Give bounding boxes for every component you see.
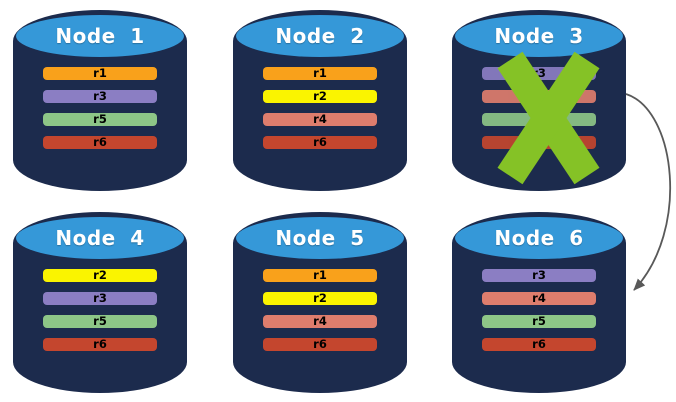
node-title: Node 4 <box>55 226 145 250</box>
replication-arrow-icon <box>625 93 672 291</box>
replica-bar: r6 <box>43 136 157 149</box>
cylinder-top-face <box>16 15 184 57</box>
replica-bar: r6 <box>482 338 596 351</box>
node-title: Node 5 <box>275 226 365 250</box>
replica-bar: r4 <box>263 315 377 328</box>
replica-bar: r6 <box>482 136 596 149</box>
node-title: Node 6 <box>494 226 584 250</box>
node-6-cylinder: Node 6 r3 r4 r5 r6 <box>452 212 626 393</box>
replica-bar: r1 <box>263 67 377 80</box>
replica-bar: r3 <box>43 90 157 103</box>
replica-bar: r5 <box>482 113 596 126</box>
replica-bar: r5 <box>43 315 157 328</box>
node-3-cylinder: Node 3 r3 r4 r5 r6 <box>452 10 626 191</box>
replica-bar: r2 <box>43 269 157 282</box>
node-title: Node 1 <box>55 24 145 48</box>
replica-bar: r6 <box>43 338 157 351</box>
replica-bar: r5 <box>43 113 157 126</box>
cylinder-top-face <box>455 217 623 259</box>
node-1-cylinder: Node 1 r1 r3 r5 r6 <box>13 10 187 191</box>
replica-bar: r4 <box>263 113 377 126</box>
replica-bar: r6 <box>263 136 377 149</box>
node-title: Node 3 <box>494 24 584 48</box>
replica-list: r1 r2 r4 r6 <box>263 269 377 361</box>
cylinder-top-face <box>455 15 623 57</box>
cylinder-top-face <box>16 217 184 259</box>
replica-bar: r1 <box>43 67 157 80</box>
replica-bar: r1 <box>263 269 377 282</box>
cylinder-top-face <box>236 15 404 57</box>
node-5-cylinder: Node 5 r1 r2 r4 r6 <box>233 212 407 393</box>
replica-list: r1 r2 r4 r6 <box>263 67 377 159</box>
cylinder-top-face <box>236 217 404 259</box>
node-2-cylinder: Node 2 r1 r2 r4 r6 <box>233 10 407 191</box>
node-title: Node 2 <box>275 24 365 48</box>
replica-list: r1 r3 r5 r6 <box>43 67 157 159</box>
replica-bar: r3 <box>482 269 596 282</box>
replica-list: r3 r4 r5 r6 <box>482 67 596 159</box>
replica-bar: r4 <box>482 90 596 103</box>
replica-list: r3 r4 r5 r6 <box>482 269 596 361</box>
replica-bar: r2 <box>263 292 377 305</box>
replica-bar: r2 <box>263 90 377 103</box>
replica-bar: r5 <box>482 315 596 328</box>
replica-list: r2 r3 r5 r6 <box>43 269 157 361</box>
replica-bar: r4 <box>482 292 596 305</box>
replica-bar: r3 <box>482 67 596 80</box>
node-4-cylinder: Node 4 r2 r3 r5 r6 <box>13 212 187 393</box>
replica-bar: r3 <box>43 292 157 305</box>
replica-bar: r6 <box>263 338 377 351</box>
